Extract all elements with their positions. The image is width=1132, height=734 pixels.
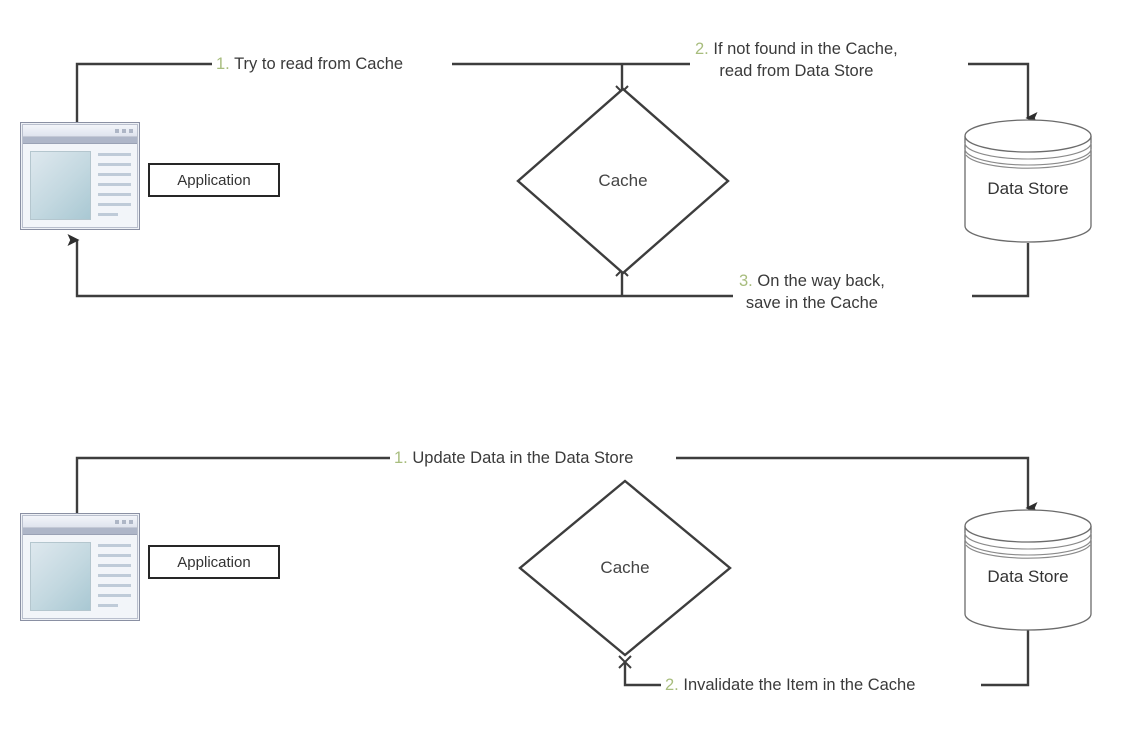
- step-text-line-1: On the way back,: [757, 272, 885, 290]
- window-dot-icon: [129, 128, 133, 133]
- application-browser-icon-1: [20, 122, 140, 230]
- cache-label: Cache: [598, 171, 648, 190]
- datastore-node-1: Data Store: [963, 118, 1093, 244]
- window-dot-icon: [122, 128, 126, 133]
- step-number: 2.: [665, 676, 679, 694]
- step-label-1-1: 1. Try to read from Cache: [212, 53, 408, 76]
- step-label-2-1: 1. Update Data in the Data Store: [390, 447, 638, 470]
- cache-label: Cache: [600, 558, 650, 577]
- application-label: Application: [177, 553, 251, 571]
- cache-node-1: Cache: [515, 86, 731, 276]
- browser-content-panel: [30, 542, 91, 611]
- step-label-2-2: 2. Invalidate the Item in the Cache: [661, 674, 920, 697]
- step-text: Try to read from Cache: [234, 55, 404, 73]
- window-dot-icon: [115, 128, 119, 133]
- step-label-1-2: 2. If not found in the Cache, read from …: [692, 38, 901, 83]
- window-dot-icon: [129, 519, 133, 524]
- application-label-box-1: Application: [148, 163, 280, 197]
- datastore-label: Data Store: [987, 567, 1069, 587]
- datastore-node-2: Data Store: [963, 508, 1093, 632]
- application-label: Application: [177, 171, 251, 189]
- window-dot-icon: [115, 519, 119, 524]
- step-number: 3.: [739, 272, 753, 290]
- application-label-box-2: Application: [148, 545, 280, 579]
- browser-content-panel: [30, 151, 91, 220]
- step-text: Update Data in the Data Store: [412, 449, 634, 467]
- window-dot-icon: [122, 519, 126, 524]
- step-text-line-2: read from Data Store: [719, 62, 874, 81]
- step-number: 1.: [394, 449, 408, 467]
- step-number: 1.: [216, 55, 230, 73]
- datastore-label: Data Store: [987, 178, 1069, 198]
- step-text-line-2: save in the Cache: [745, 294, 878, 313]
- step-text-line-1: If not found in the Cache,: [713, 40, 898, 58]
- application-browser-icon-2: [20, 513, 140, 621]
- step-number: 2.: [695, 40, 709, 58]
- step-text: Invalidate the Item in the Cache: [683, 676, 916, 694]
- step-label-1-3: 3. On the way back, save in the Cache: [736, 270, 888, 315]
- cache-node-2: Cache: [517, 478, 733, 658]
